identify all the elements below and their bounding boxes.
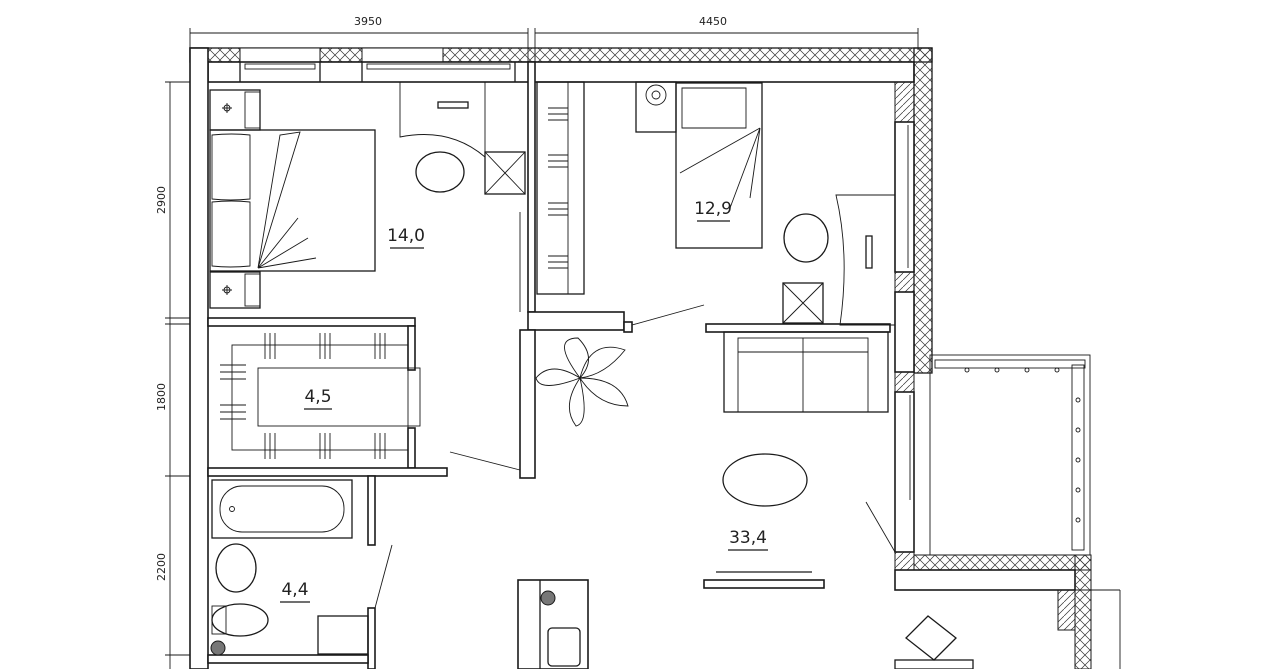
area-label-kids-room: 12,9 xyxy=(694,199,732,219)
balcony xyxy=(929,354,1091,556)
dimension-left-middle: 1800 xyxy=(155,383,168,411)
living-room-furniture xyxy=(535,331,974,669)
exterior-walls xyxy=(189,47,1121,669)
area-label-wardrobe: 4,5 xyxy=(304,387,331,407)
area-label-bedroom: 14,0 xyxy=(387,226,425,246)
doors xyxy=(374,212,896,609)
dimension-top-right: 4450 xyxy=(699,15,727,28)
kids-room-furniture xyxy=(536,81,896,326)
area-label-living-kitchen: 33,4 xyxy=(729,528,767,548)
dimension-top-left: 3950 xyxy=(354,15,382,28)
dimension-left-top: 2900 xyxy=(155,186,168,214)
dimension-lines xyxy=(165,28,919,669)
interior-walls xyxy=(207,61,891,669)
dimension-left-bottom: 2200 xyxy=(155,553,168,581)
wardrobe-furniture xyxy=(220,333,421,459)
bathroom-fixtures xyxy=(210,479,369,656)
area-label-bathroom: 4,4 xyxy=(281,580,308,600)
bedroom-furniture xyxy=(209,82,526,309)
